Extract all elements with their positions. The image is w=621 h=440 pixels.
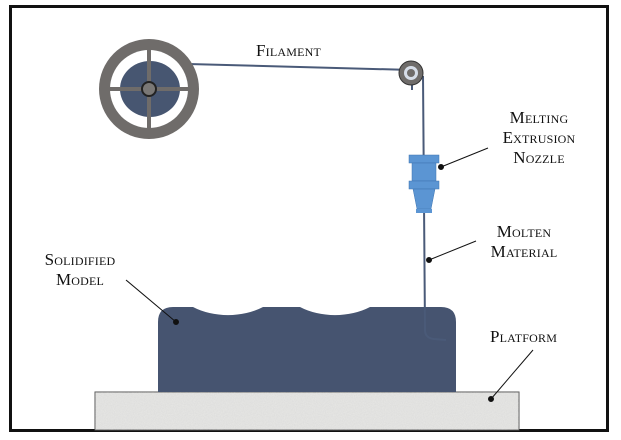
label-filament-line1: Filament [256, 41, 322, 60]
label-platform: Platform [490, 327, 557, 347]
label-model-line1: Solidified [44, 250, 116, 269]
filament-spool-icon [99, 39, 199, 139]
label-nozzle: Melting Extrusion Nozzle [494, 108, 584, 168]
label-nozzle-line3: Nozzle [513, 148, 565, 167]
extrusion-nozzle [408, 154, 440, 213]
label-platform-line1: Platform [490, 327, 558, 346]
label-molten-line2: Material [490, 242, 558, 261]
leader-lines [125, 147, 534, 402]
solidified-model [158, 307, 456, 392]
label-molten-material: Molten Material [478, 222, 570, 262]
label-filament: Filament [256, 41, 321, 61]
label-nozzle-line2: Extrusion [502, 128, 576, 147]
label-nozzle-line1: Melting [509, 108, 569, 127]
label-molten-line1: Molten [496, 222, 552, 241]
label-model-line2: Model [55, 270, 105, 289]
label-solidified-model: Solidified Model [30, 250, 130, 290]
platform [94, 391, 520, 431]
guide-pulley-icon [398, 60, 424, 86]
